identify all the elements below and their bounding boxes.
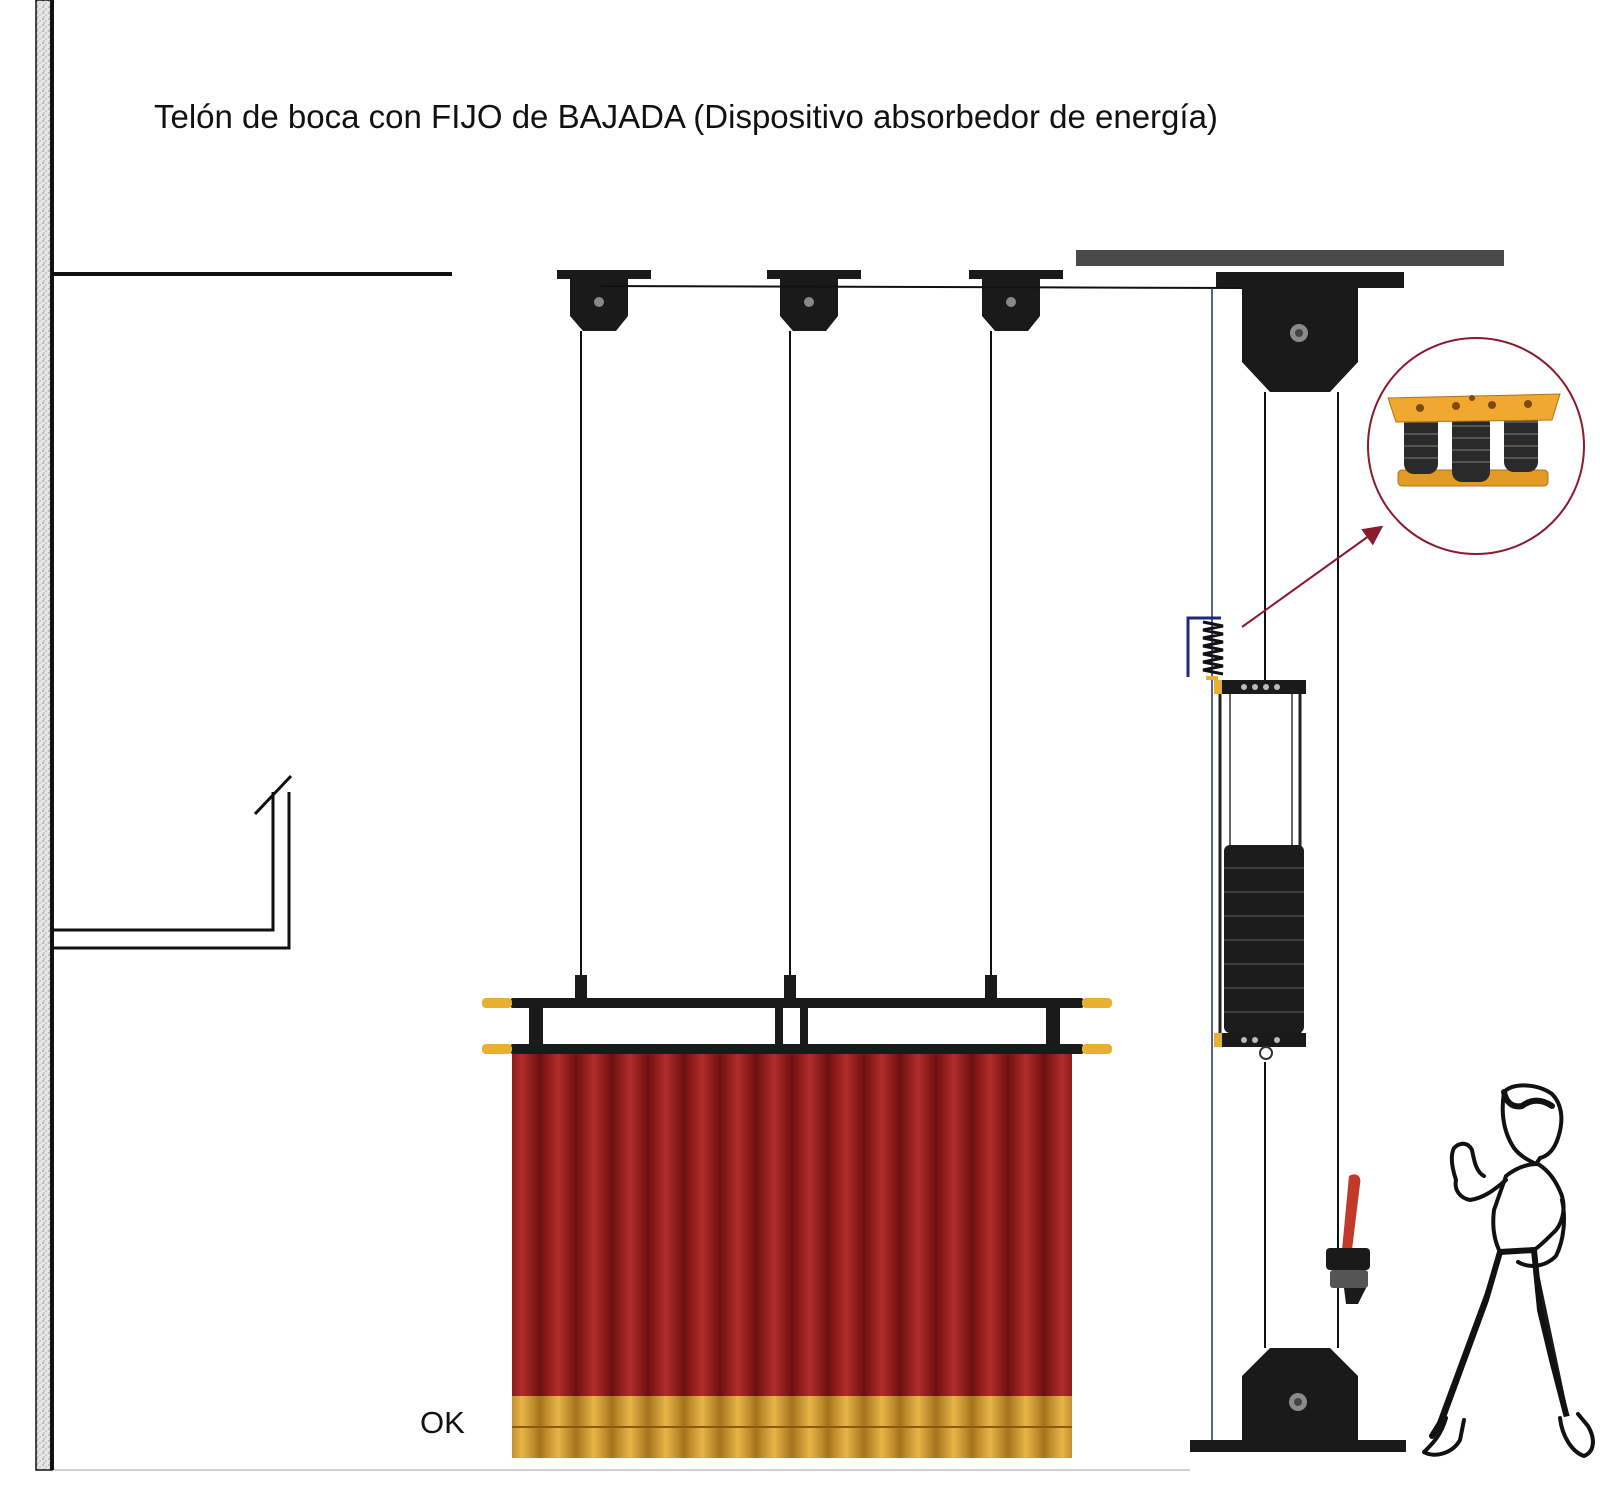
diagram-title: Telón de boca con FIJO de BAJADA (Dispos… (154, 98, 1218, 135)
operator-figure (1422, 1083, 1595, 1458)
wall (35, 0, 54, 1471)
loft-block-1 (557, 270, 651, 331)
loft-block-2 (767, 270, 861, 331)
counterweight-stack (1224, 845, 1304, 1033)
batten-pipe-lower (482, 1044, 1112, 1054)
rope-lock (1326, 1174, 1370, 1304)
shock-absorber-detail (1367, 337, 1585, 555)
lift-lines (580, 285, 1243, 975)
counterweight-arbor (1214, 680, 1306, 1060)
batten-pipe-upper (482, 998, 1112, 1008)
batten-clamps (529, 975, 1060, 1044)
loading-gallery (54, 774, 293, 950)
loft-block-3 (969, 270, 1063, 331)
callout-arrow (1241, 525, 1384, 628)
status-label: OK (420, 1405, 465, 1440)
head-block (1216, 272, 1404, 392)
tension-block (1190, 1348, 1406, 1452)
front-curtain (512, 1054, 1072, 1458)
operating-rope (1264, 392, 1339, 1348)
shock-absorber-spring (1186, 616, 1224, 680)
grid-beam (1076, 250, 1504, 266)
